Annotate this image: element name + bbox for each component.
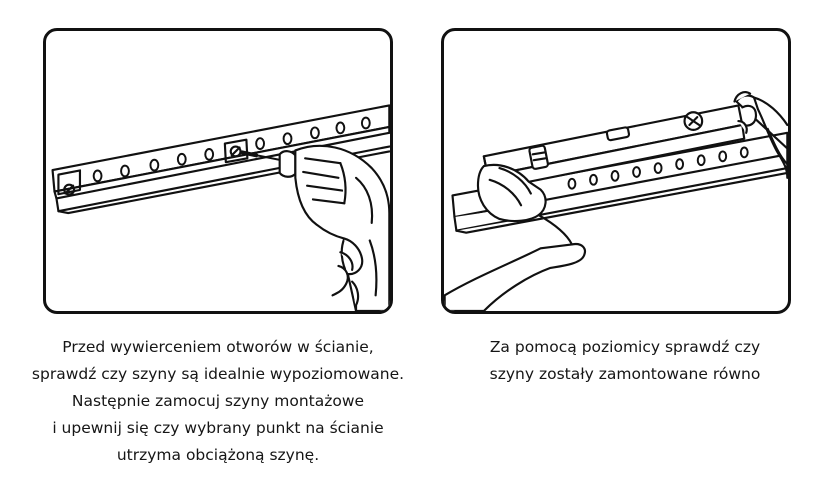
left-hand-icon [444,163,586,311]
caption-line: Następnie zamocuj szyny montażowe [71,392,365,410]
rail-holes [567,146,749,190]
leveling-illustration [444,91,788,311]
caption-line: szyny zostały zamontowane równo [489,365,761,383]
screw-bracket-left [57,169,82,196]
drill-icon [278,144,390,311]
step-1-caption: Przed wywierceniem otworów w ścianie, sp… [0,334,436,469]
mounting-rail [51,104,390,215]
step-2-caption: Za pomocą poziomicy sprawdź czy szyny zo… [425,334,825,388]
illustration-leveling-panel [441,28,791,314]
caption-line: sprawdź czy szyny są idealnie wypoziomow… [31,365,405,383]
drilling-illustration [51,104,390,311]
screw-bracket-right [223,138,249,164]
caption-line: Za pomocą poziomicy sprawdź czy [489,338,761,356]
caption-line: utrzyma obciążoną szynę. [116,446,320,464]
illustration-drilling-panel [43,28,393,314]
caption-line: i upewnij się czy wybrany punkt na ścian… [52,419,384,437]
right-hand-icon [733,91,788,179]
caption-line: Przed wywierceniem otworów w ścianie, [62,338,374,356]
rail-holes [92,116,371,183]
